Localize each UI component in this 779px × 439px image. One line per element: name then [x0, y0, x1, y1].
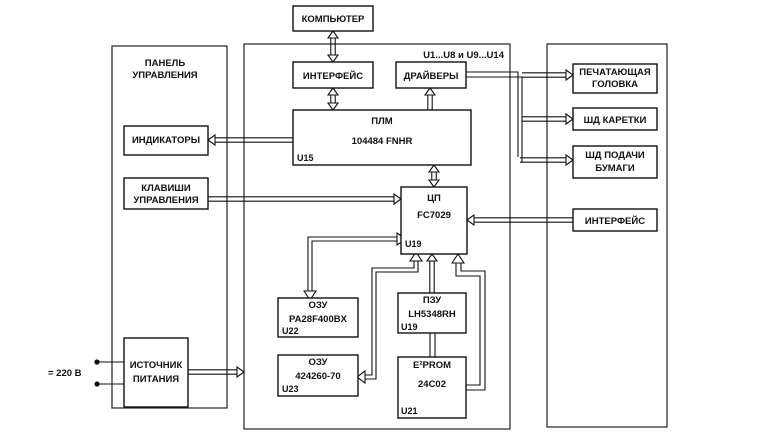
- power-label: ПИТАНИЯ: [133, 374, 179, 385]
- rom-label: LH5348RH: [408, 309, 456, 320]
- ram1-label: PA28F400BX: [289, 314, 348, 325]
- keys-label: УПРАВЛЕНИЯ: [133, 195, 198, 206]
- indicators-block: [123, 125, 209, 156]
- computer-interface-link: [326, 30, 340, 63]
- cpu-label: FC7029: [417, 210, 451, 221]
- interface-top-label: ИНТЕРФЕЙС: [303, 70, 363, 82]
- main-board-frame: [243, 43, 511, 430]
- print-head-label: ГОЛОВКА: [592, 79, 638, 90]
- mains-voltage-label: = 220 В: [48, 368, 82, 379]
- computer-label: КОМПЬЮТЕР: [302, 14, 365, 25]
- keys-block: [123, 177, 209, 210]
- mains-input: [94, 359, 124, 387]
- paper-motor-label: БУМАГИ: [595, 163, 635, 174]
- power-block: [123, 337, 189, 408]
- main-board-title: U1...U8 и U9...U14: [423, 50, 505, 61]
- eeprom-label: E²PROM: [413, 360, 451, 371]
- ram2-code: U23: [282, 384, 299, 394]
- mechanism-frame: [546, 43, 668, 428]
- interface-plm-link: [326, 87, 340, 111]
- drivers-fanout: [466, 71, 523, 162]
- control-panel-title: УПРАВЛЕНИЯ: [132, 70, 197, 81]
- cpu-ram1-bus: [302, 231, 407, 301]
- ram1-label: ОЗУ: [309, 300, 328, 311]
- keys-cpu-link: [208, 192, 402, 206]
- drivers-carriage-link: [522, 112, 574, 126]
- plm-label: 104484 FNHR: [352, 136, 413, 147]
- power-board-link: [188, 365, 245, 379]
- carriage-motor-label: ШД КАРЕТКИ: [584, 115, 647, 126]
- eeprom-cpu-link: [450, 253, 486, 391]
- power-label: ИСТОЧНИК: [130, 360, 183, 371]
- ram2-block: [277, 354, 359, 397]
- print-head-block: [572, 63, 658, 94]
- ram2-label: 424260-70: [295, 371, 340, 382]
- plm-code: U15: [297, 153, 314, 163]
- keys-label: КЛАВИШИ: [141, 183, 191, 194]
- control-panel-frame: [111, 45, 228, 409]
- rom-block: [397, 292, 467, 334]
- paper-motor-label: ШД ПОДАЧИ: [585, 150, 645, 161]
- computer-block: [292, 5, 374, 32]
- eeprom-block: [397, 356, 467, 419]
- cpu-ram2-bus: [356, 251, 424, 385]
- cpu-code: U19: [405, 239, 422, 249]
- rom-cpu-link: [425, 253, 439, 293]
- plm-block: [292, 109, 472, 166]
- rom-code: U19: [401, 322, 418, 332]
- interface-cpu-link: [466, 213, 573, 227]
- plm-cpu-link: [427, 164, 441, 188]
- drivers-label: ДРАЙВЕРЫ: [404, 70, 459, 82]
- plm-label: ПЛМ: [371, 116, 392, 127]
- rom-label: ПЗУ: [423, 295, 441, 306]
- ram2-label: ОЗУ: [309, 357, 328, 368]
- interface-right-label: ИНТЕРФЕЙС: [585, 215, 645, 227]
- control-panel-title: ПАНЕЛЬ: [145, 58, 186, 69]
- indicators-label: ИНДИКАТОРЫ: [132, 135, 200, 146]
- ram1-code: U22: [282, 326, 299, 336]
- eeprom-code: U21: [401, 406, 418, 416]
- eeprom-label: 24C02: [418, 379, 446, 390]
- interface-top-block: [292, 61, 374, 89]
- rom-eeprom-link: [429, 333, 436, 357]
- ram1-block: [277, 297, 359, 338]
- cpu-label: ЦП: [427, 193, 441, 204]
- plm-indicators-link: [207, 133, 293, 147]
- drivers-paper-link: [520, 153, 574, 167]
- drivers-block: [395, 61, 467, 89]
- plm-drivers-link: [423, 87, 437, 110]
- print-head-label: ПЕЧАТАЮЩАЯ: [579, 67, 651, 78]
- drivers-printhead-link: [522, 68, 574, 82]
- paper-motor-block: [572, 145, 658, 179]
- cpu-block: [400, 186, 468, 255]
- carriage-motor-block: [572, 107, 658, 131]
- interface-right-block: [572, 208, 658, 232]
